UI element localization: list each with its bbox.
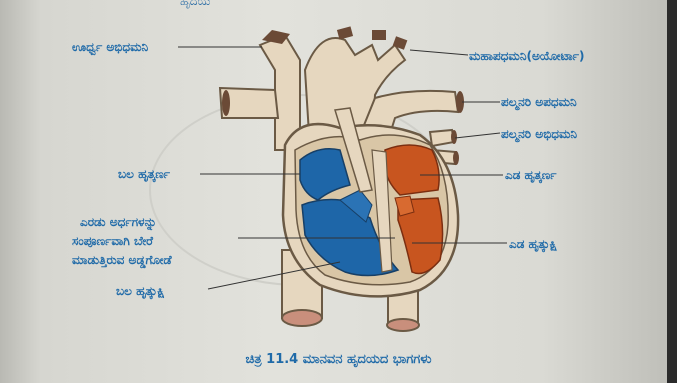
label-left-atrium: ಎಡ ಹೃತ್ಕರ್ಣ [505, 167, 556, 183]
label-aorta: ಮಹಾಪಧಮನಿ(ಅಯೋರ್ಟಾ) [469, 48, 584, 64]
figure-caption: ಚಿತ್ರ 11.4 ಮಾನವನ ಹೃದಯದ ಭಾಗಗಳು [0, 352, 677, 367]
page-edge [667, 0, 677, 383]
label-septum-line2: ಸಂಪೂರ್ಣವಾಗಿ ಬೇರೆ [72, 233, 153, 249]
pulmonary-vein [430, 130, 454, 146]
label-left-ventricle: ಎಡ ಹೃತ್ಕುಕ್ಷಿ [509, 236, 557, 252]
label-right-atrium: ಬಲ ಹೃತ್ಕರ್ಣ [118, 166, 170, 182]
label-septum-line1: ಎರಡು ಅರ್ಧಗಳನ್ನು [80, 214, 157, 230]
label-pulmonary-vein: ಪಲ್ಮನರಿ ಅಭಿಧಮನಿ [501, 126, 577, 142]
label-right-ventricle: ಬಲ ಹೃತ್ಕುಕ್ಷಿ [116, 283, 165, 299]
label-septum-line3: ಮಾಡುತ್ತಿರುವ ಅಡ್ಡಗೋಡೆ [72, 252, 172, 268]
label-pulmonary-artery: ಪಲ್ಮನರಿ ಅಪಧಮನಿ [501, 94, 577, 110]
label-superior-vena-cava: ಊರ್ಧ್ವ ಅಭಿಧಮನಿ [72, 39, 148, 55]
left-atrium-chamber [385, 145, 439, 195]
